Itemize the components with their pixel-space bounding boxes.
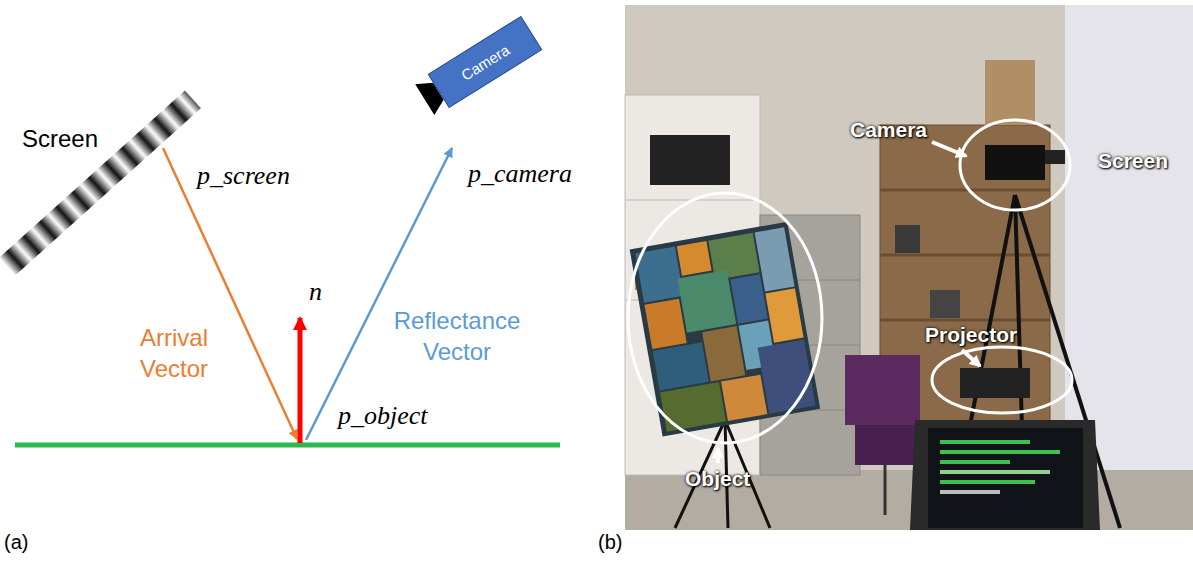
- point-label: p_screen: [195, 160, 292, 191]
- arrival-vector: [163, 148, 297, 439]
- point-label: p_object: [336, 400, 430, 431]
- camera-icon: Camera: [428, 16, 542, 108]
- normal-vector: [298, 318, 303, 443]
- node-text: Camera: [458, 41, 512, 84]
- point-label: p_camera: [466, 158, 574, 189]
- photo-callout: Object: [685, 466, 750, 491]
- photo-callout: Camera: [850, 117, 927, 142]
- screen-bar: [0, 90, 201, 275]
- screen-label: Screen: [20, 125, 100, 154]
- vector-label: Arrival Vector: [128, 322, 220, 384]
- vector-label: Reflectance Vector: [382, 305, 532, 367]
- panel-label: (b): [598, 530, 622, 554]
- photo-callout: Projector: [925, 322, 1017, 347]
- reflectance-vector: [306, 148, 452, 440]
- surface-line: [15, 443, 560, 448]
- photo-callout: Screen: [1098, 148, 1168, 173]
- panel-label: (a): [4, 530, 28, 554]
- normal-label: n⃗: [307, 276, 344, 307]
- lab-photo: [625, 5, 1193, 530]
